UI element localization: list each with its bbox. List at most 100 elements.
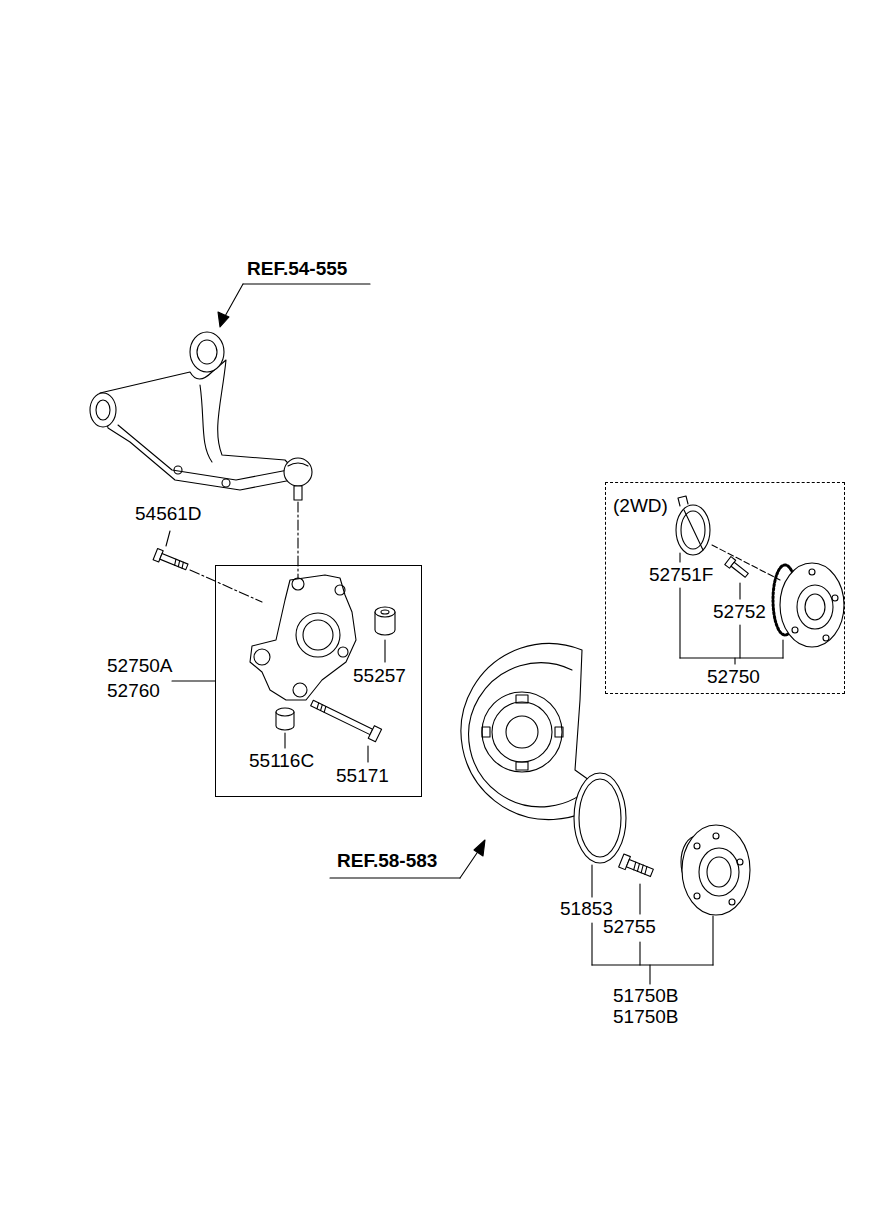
bracket-line [172, 680, 215, 681]
reference-arrow [224, 284, 243, 318]
backing-plate [482, 727, 490, 737]
part-group-box: 5525755116C55171 [215, 565, 422, 797]
steering-knuckle [254, 649, 270, 665]
bushing [276, 708, 294, 716]
bracket-line [591, 923, 592, 965]
bracket-line [734, 658, 735, 664]
bushing [381, 610, 389, 614]
wheel-hub [707, 857, 731, 887]
sensor-ring [712, 545, 780, 580]
bolt [725, 557, 750, 580]
sensor-ring [678, 496, 703, 550]
leader-line [384, 640, 385, 662]
callout-number: 52751F [649, 565, 713, 586]
backing-plate [469, 663, 595, 807]
control-arm [294, 486, 302, 500]
wheel-stud [619, 854, 655, 879]
bracket-line [739, 625, 740, 658]
bracket-line [712, 916, 713, 965]
callout-number: 54561D [135, 504, 202, 525]
backing-plate [516, 695, 528, 703]
reference-label: REF.54-555 [247, 259, 347, 280]
wheel-hub [694, 893, 700, 899]
reference-arrow [330, 840, 485, 878]
wheel-hub [805, 594, 825, 620]
bolt [153, 549, 189, 573]
wheel-hub [729, 899, 735, 905]
control-arm [288, 463, 308, 466]
reference-arrow [218, 312, 229, 327]
wheel-hub [694, 843, 700, 849]
control-arm [90, 332, 312, 500]
control-arm [222, 479, 230, 487]
center-line [190, 570, 262, 602]
callout-number: (2WD) [613, 496, 668, 517]
backing-plate [555, 727, 563, 737]
steering-knuckle [303, 620, 333, 650]
bolt [160, 554, 188, 570]
control-arm [118, 425, 288, 480]
wheel-hub [713, 833, 719, 839]
wheel-hub [773, 563, 844, 647]
reference-arrow [460, 850, 479, 878]
callout-number: 52752 [713, 602, 766, 623]
callout-number: 52760 [107, 681, 160, 702]
steering-knuckle [250, 575, 356, 712]
wheel-hub [682, 825, 750, 915]
control-arm [200, 385, 212, 462]
control-arm [284, 458, 312, 486]
bushing [375, 607, 395, 635]
callout-number: 55116C [249, 751, 314, 772]
bracket-line [679, 553, 680, 562]
leader-line [166, 531, 170, 546]
wheel-hub [832, 595, 838, 601]
bracket-line [591, 865, 592, 897]
control-arm [96, 400, 110, 420]
o-ring [574, 773, 626, 863]
control-arm [197, 340, 217, 364]
bolt [316, 703, 327, 712]
wheel-hub [737, 859, 743, 865]
callout-number: 51750B [613, 1007, 679, 1028]
leader-line [284, 733, 285, 748]
bolt [309, 697, 382, 742]
steering-knuckle [338, 647, 348, 657]
backing-plate [482, 692, 562, 772]
bracket-line [639, 942, 640, 965]
bracket-line [592, 865, 713, 984]
bracket-line [592, 964, 713, 965]
reference-arrow [243, 283, 370, 284]
backing-plate [516, 762, 528, 770]
steering-knuckle [250, 575, 356, 700]
steering-knuckle [293, 683, 307, 697]
wheel-hub [699, 848, 739, 896]
steering-knuckle [296, 613, 340, 657]
bracket-line [739, 583, 740, 599]
reference-arrow [474, 840, 485, 856]
o-ring [579, 779, 621, 857]
center-line [190, 502, 298, 602]
backing-plate [506, 716, 538, 748]
reference-arrow [330, 877, 460, 878]
control-arm [190, 332, 224, 372]
bracket-line [782, 640, 783, 658]
steering-knuckle [335, 585, 345, 595]
wheel-hub [797, 585, 833, 629]
reference-arrow [218, 284, 370, 327]
center-line [297, 502, 298, 582]
wheel-hub [780, 563, 844, 647]
bushing [276, 708, 294, 730]
backing-plate [492, 702, 552, 762]
part-group-box: (2WD)52751F5275252750 [605, 482, 845, 694]
control-arm [90, 393, 116, 427]
bolt [731, 562, 748, 577]
bracket-line [639, 884, 640, 914]
bolt [368, 726, 381, 742]
wheel-hub [681, 825, 750, 915]
wheel-hub [823, 635, 829, 641]
wheel-hub [809, 569, 815, 575]
wheel-stud [626, 859, 653, 876]
bracket-line [649, 965, 650, 984]
callout-number: 51750B [613, 986, 679, 1007]
